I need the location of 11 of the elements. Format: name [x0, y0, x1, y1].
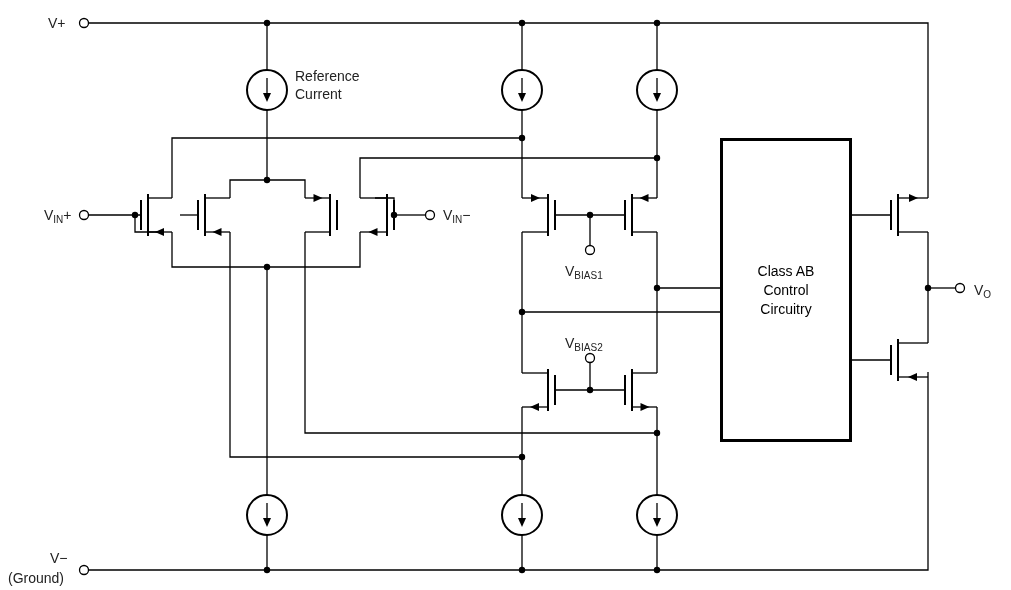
bias-label: V$_{BIAS2}$ — [565, 334, 603, 355]
terminal-label: (Ground) — [8, 569, 65, 587]
terminal-label: V$_{O}$ — [974, 281, 992, 302]
bias-label: V$_{BIAS1}$ — [565, 262, 603, 283]
terminal-label: V$_{IN}$− — [443, 206, 471, 227]
block-label: Class AB Control Circuitry — [756, 261, 816, 319]
terminal-label: V+ — [48, 14, 66, 32]
control-block — [720, 138, 852, 442]
terminal-label: V$_{IN}$+ — [44, 206, 72, 227]
terminal-label: V− — [50, 549, 68, 567]
source-label: Reference Current — [295, 67, 361, 103]
